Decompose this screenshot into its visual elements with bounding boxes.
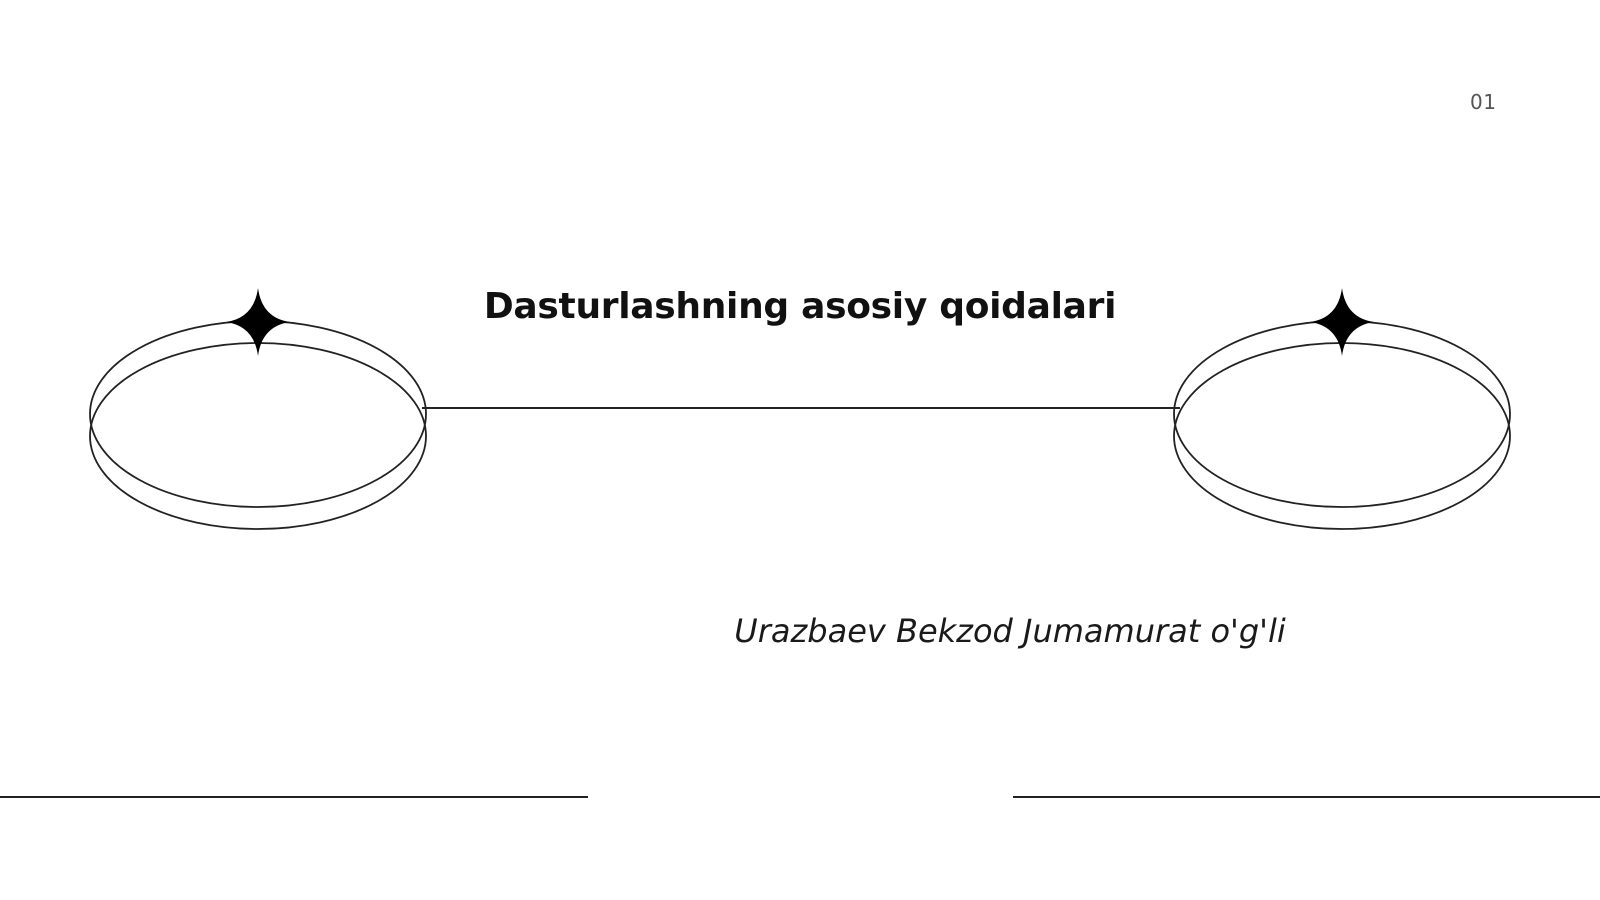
left-ring-icon [89, 288, 427, 530]
page-number: 01 [1470, 90, 1497, 114]
right-star-icon [1310, 288, 1374, 356]
left-star-icon [226, 288, 290, 356]
right-ring-icon [1173, 288, 1511, 530]
author-name: Urazbaev Bekzod Jumamurat o'g'li [734, 612, 1286, 650]
slide-title: Dasturlashning asosiy qoidalari [483, 286, 1117, 327]
